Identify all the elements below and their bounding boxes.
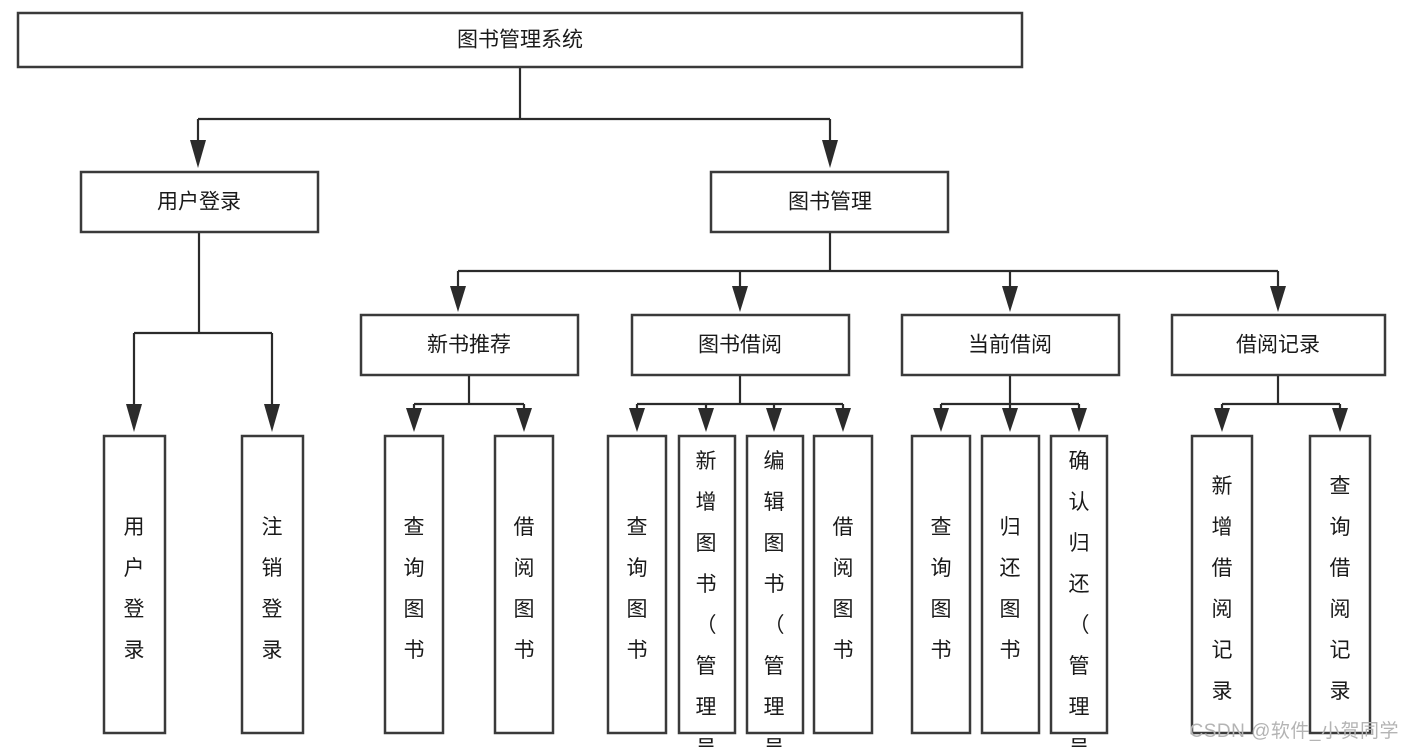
node-book-borrow-box[interactable]	[630, 313, 851, 377]
arrow-to-leaf11	[1071, 408, 1087, 432]
node-book-manage-box[interactable]	[709, 170, 950, 234]
node-book-manage[interactable]: 图书管理	[709, 170, 950, 234]
node-leaf-3[interactable]: 查询图书	[383, 434, 445, 735]
node-leaf-4-label: 借阅图书	[514, 516, 535, 662]
node-leaf-7[interactable]: 编辑图书（管理员）	[745, 434, 805, 747]
node-leaf-5[interactable]: 查询图书	[606, 434, 668, 735]
arrow-to-leaf2	[264, 404, 280, 432]
node-leaf-5-label: 查询图书	[627, 516, 648, 662]
arrow-to-new-book-rec	[450, 286, 466, 312]
node-root-box[interactable]	[16, 11, 1024, 69]
node-new-book-rec-label: 新书推荐	[427, 334, 511, 357]
node-new-book-rec[interactable]: 新书推荐	[359, 313, 580, 377]
node-book-manage-label: 图书管理	[788, 191, 872, 214]
node-leaf-12[interactable]: 新增借阅记录	[1190, 434, 1254, 735]
node-leaf-2-label: 注销登录	[262, 516, 283, 662]
node-leaf-10-label: 归还图书	[1000, 516, 1021, 662]
node-leaf-8-box[interactable]	[812, 434, 874, 735]
node-leaf-7-label: 编辑图书（管理员）	[764, 450, 785, 747]
node-borrow-record-label: 借阅记录	[1236, 334, 1320, 357]
arrow-to-leaf8	[835, 408, 851, 432]
node-leaf-1[interactable]: 用户登录	[102, 434, 167, 735]
arrow-to-leaf4	[516, 408, 532, 432]
arrow-to-leaf6	[698, 408, 714, 432]
node-leaf-4[interactable]: 借阅图书	[493, 434, 555, 735]
arrow-to-borrow-record	[1270, 286, 1286, 312]
node-leaf-3-box[interactable]	[383, 434, 445, 735]
arrow-to-current-borrow	[1002, 286, 1018, 312]
node-root[interactable]: 图书管理系统	[16, 11, 1024, 69]
node-book-borrow[interactable]: 图书借阅	[630, 313, 851, 377]
node-current-borrow-label: 当前借阅	[968, 334, 1052, 357]
arrow-to-leaf13	[1332, 408, 1348, 432]
node-root-label: 图书管理系统	[457, 29, 583, 52]
node-leaf-4-box[interactable]	[493, 434, 555, 735]
node-borrow-record-box[interactable]	[1170, 313, 1387, 377]
node-leaf-9-box[interactable]	[910, 434, 972, 735]
csdn-watermark: CSDN @软件_小贺同学	[1189, 721, 1399, 742]
arrow-to-leaf12	[1214, 408, 1230, 432]
node-leaf-12-label: 新增借阅记录	[1212, 475, 1233, 703]
node-user-login-box[interactable]	[79, 170, 320, 234]
node-leaf-10-box[interactable]	[980, 434, 1041, 735]
node-user-login-label: 用户登录	[157, 191, 241, 214]
node-leaf-3-label: 查询图书	[404, 516, 425, 662]
node-leaf-6[interactable]: 新增图书（管理员）	[677, 434, 737, 747]
node-current-borrow[interactable]: 当前借阅	[900, 313, 1121, 377]
node-book-borrow-label: 图书借阅	[698, 334, 782, 357]
node-leaf-10[interactable]: 归还图书	[980, 434, 1041, 735]
arrow-to-leaf5	[629, 408, 645, 432]
node-leaf-1-label: 用户登录	[124, 516, 145, 662]
arrow-to-leaf7	[766, 408, 782, 432]
arrow-to-leaf1	[126, 404, 142, 432]
arrow-to-user-login	[190, 140, 206, 168]
arrow-to-book-borrow	[732, 286, 748, 312]
node-leaf-8-label: 借阅图书	[833, 516, 854, 662]
node-leaf-8[interactable]: 借阅图书	[812, 434, 874, 735]
node-leaf-1-box[interactable]	[102, 434, 167, 735]
node-leaf-2[interactable]: 注销登录	[240, 434, 305, 735]
node-leaf-5-box[interactable]	[606, 434, 668, 735]
node-leaf-11-label: 确认归还（管理员）	[1069, 450, 1090, 747]
connector-layer	[126, 67, 1348, 432]
node-leaf-13-label: 查询借阅记录	[1330, 475, 1351, 703]
node-leaf-7-box[interactable]	[745, 434, 805, 735]
arrow-to-leaf10	[1002, 408, 1018, 432]
node-leaf-9-label: 查询图书	[931, 516, 952, 662]
node-leaf-12-box[interactable]	[1190, 434, 1254, 735]
node-leaf-13-box[interactable]	[1308, 434, 1372, 735]
node-leaf-13[interactable]: 查询借阅记录	[1308, 434, 1372, 735]
node-user-login[interactable]: 用户登录	[79, 170, 320, 234]
node-new-book-rec-box[interactable]	[359, 313, 580, 377]
node-leaf-2-box[interactable]	[240, 434, 305, 735]
node-current-borrow-box[interactable]	[900, 313, 1121, 377]
node-leaf-6-label: 新增图书（管理员）	[696, 450, 717, 747]
node-leaf-9[interactable]: 查询图书	[910, 434, 972, 735]
node-leaf-11-box[interactable]	[1049, 434, 1109, 735]
node-borrow-record[interactable]: 借阅记录	[1170, 313, 1387, 377]
node-leaf-11[interactable]: 确认归还（管理员）	[1049, 434, 1109, 747]
node-leaf-6-box[interactable]	[677, 434, 737, 735]
arrow-to-leaf3	[406, 408, 422, 432]
arrow-to-leaf9	[933, 408, 949, 432]
arrow-to-book-manage	[822, 140, 838, 168]
